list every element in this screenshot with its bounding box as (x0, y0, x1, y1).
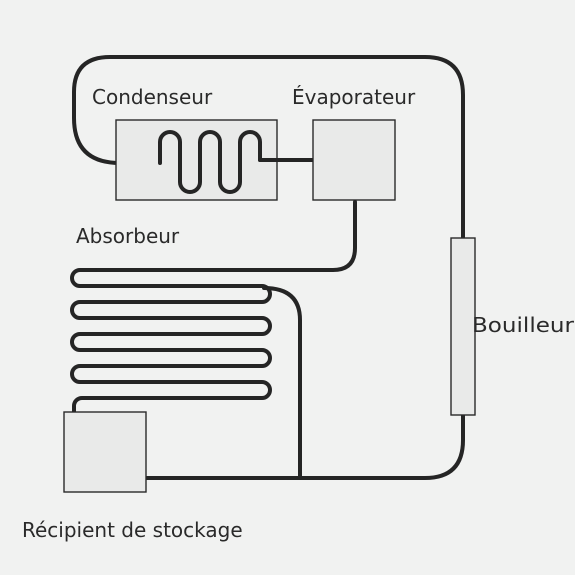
evaporator-label: Évaporateur (292, 85, 416, 109)
absorber-return-pipe (262, 286, 302, 480)
evaporator-box (312, 119, 396, 201)
storage-container-box (63, 411, 147, 493)
evaporator-absorber-pipe (93, 200, 357, 272)
absorber-label: Absorbeur (76, 224, 180, 248)
boiler-label: Bouilleur (472, 313, 575, 337)
storage-container-label: Récipient de stockage (22, 518, 243, 542)
absorber-coil (70, 268, 272, 414)
condenser-coil (158, 130, 262, 194)
boiler-box (450, 237, 476, 416)
main-circuit-pipe (72, 55, 465, 480)
condenser-label: Condenseur (92, 85, 213, 109)
